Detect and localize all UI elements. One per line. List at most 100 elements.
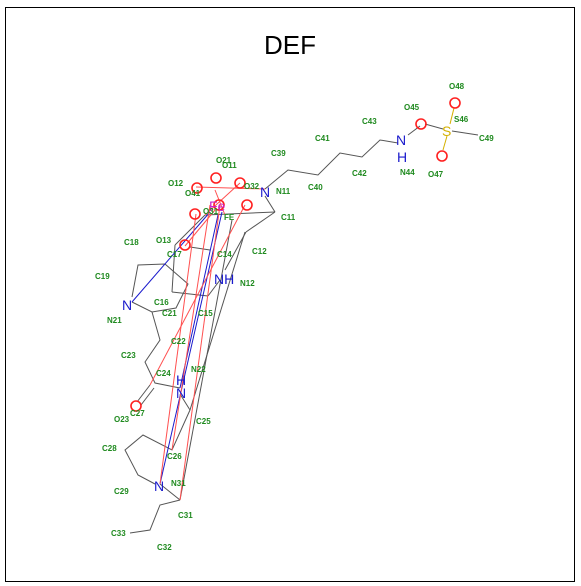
bond-n31-c31 <box>159 483 181 501</box>
atom-label: C42 <box>352 169 367 178</box>
atom-label: C28 <box>102 444 117 453</box>
bond-fe-o-red-8 <box>184 209 216 247</box>
atom-label: C41 <box>315 134 330 143</box>
atom-symbol-h44: H <box>397 149 407 165</box>
atom-symbol-n44: N <box>396 132 406 148</box>
bond-c24-o23 <box>136 384 151 403</box>
atom-label: O31 <box>203 207 219 216</box>
atom-symbol-n22: N <box>176 385 186 401</box>
atom-symbol-fe: Fe <box>209 198 226 214</box>
oxygen-atom-o31 <box>213 199 225 211</box>
bond-fe-o-red-1 <box>195 186 266 190</box>
bond-fe-o-red-6 <box>204 182 241 216</box>
atom-label: C15 <box>198 309 213 318</box>
atom-label: C49 <box>479 134 494 143</box>
atom-label: O11 <box>222 161 237 170</box>
oxygen-atom-o47 <box>436 150 448 162</box>
bond-c24-o23-b <box>140 387 155 406</box>
atom-label: C17 <box>167 250 182 259</box>
atom-label: O21 <box>216 156 232 165</box>
bond-c16-c15 <box>171 291 209 297</box>
atom-label: C14 <box>217 250 232 259</box>
atom-symbol-h22: H <box>176 372 186 388</box>
bond-o45-s46 <box>424 123 444 130</box>
atom-symbol-n31: N <box>154 478 164 494</box>
atom-label: O41 <box>185 189 201 198</box>
atom-label: C12 <box>252 247 267 256</box>
diagram-title: DEF <box>264 30 316 60</box>
atom-label: O48 <box>449 82 465 91</box>
atom-label: N21 <box>107 316 122 325</box>
atom-label: C23 <box>121 351 136 360</box>
bonds <box>124 107 479 534</box>
heteroatom-symbols: N NH N H N N N H S Fe <box>122 123 451 494</box>
atom-label: C31 <box>178 511 193 520</box>
oxygen-atom-o41 <box>189 208 201 220</box>
atom-label: FE <box>224 213 235 222</box>
atom-label: N44 <box>400 168 415 177</box>
atom-symbol-s46: S <box>442 123 451 139</box>
atom-symbol-n21: N <box>122 297 132 313</box>
bond-long-1 <box>189 231 246 411</box>
bond-fe-o-red-7 <box>149 204 246 386</box>
atom-label: C27 <box>130 409 145 418</box>
bond-fe-o-red-5 <box>179 204 221 501</box>
atom-label: C11 <box>281 213 296 222</box>
atom-label: O32 <box>244 182 260 191</box>
atom-label: C32 <box>157 543 172 552</box>
oxygen-atoms <box>130 97 461 412</box>
bond-ring2 <box>124 393 191 485</box>
oxygen-atom-o32 <box>241 199 253 211</box>
oxygen-atom-o11 <box>210 172 222 184</box>
atom-label: O23 <box>114 415 130 424</box>
bond-chain-mid <box>144 311 181 389</box>
atom-label: C21 <box>162 309 177 318</box>
atom-label: C43 <box>362 117 377 126</box>
bond-c15-n12 <box>207 279 221 297</box>
atom-label: C40 <box>308 183 323 192</box>
atom-label: C22 <box>171 337 186 346</box>
bond-long-2 <box>179 219 233 501</box>
atom-label: O13 <box>156 236 172 245</box>
atom-label: S46 <box>454 115 469 124</box>
bond-c14-o13 <box>189 246 211 251</box>
atom-label: C16 <box>154 298 169 307</box>
bond-chain-bottom <box>129 499 181 534</box>
atom-label: C33 <box>111 529 126 538</box>
atom-symbol-n12: NH <box>214 271 234 287</box>
bond-fe-o-red-2 <box>214 189 226 216</box>
oxygen-atom-o13 <box>179 239 191 251</box>
atom-label: C26 <box>167 452 182 461</box>
bond-n21-fe <box>131 211 211 303</box>
atom-label: C39 <box>271 149 286 158</box>
atom-label: O12 <box>168 179 184 188</box>
oxygen-atom-o48 <box>449 97 461 109</box>
oxygen-atom-o21 <box>234 177 246 189</box>
bond-c11-c12 <box>245 211 276 233</box>
atom-label: O47 <box>428 170 444 179</box>
oxygen-atom-o45 <box>415 118 427 130</box>
oxygen-atom-o23 <box>130 400 142 412</box>
diagram-frame: DEF <box>5 7 575 582</box>
atom-label: N11 <box>276 187 291 196</box>
atom-label: C25 <box>196 417 211 426</box>
bond-c12-n12 <box>224 231 247 271</box>
atom-label: C19 <box>95 272 110 281</box>
oxygen-atom-o12 <box>191 182 203 194</box>
atom-label: C29 <box>114 487 129 496</box>
bond-fe-o-red-4 <box>171 204 211 451</box>
bond-fe-o-red-3 <box>159 213 197 485</box>
bond-c14-c17 <box>174 214 206 246</box>
atom-label: C24 <box>156 369 171 378</box>
bond-s46-o48 <box>449 107 455 125</box>
atom-label: N22 <box>191 365 206 374</box>
atom-label: O45 <box>404 103 420 112</box>
atom-label: C18 <box>124 238 139 247</box>
atom-labels: O48 O45 S46 C49 O47 N44 C43 C41 C42 C39 … <box>95 82 494 552</box>
bond-chain-tail <box>264 139 399 190</box>
bond-s46-o47 <box>442 135 448 151</box>
atom-label: N12 <box>240 279 255 288</box>
bond-n11-c11 <box>264 195 276 213</box>
bond-s46-c49 <box>451 130 479 136</box>
